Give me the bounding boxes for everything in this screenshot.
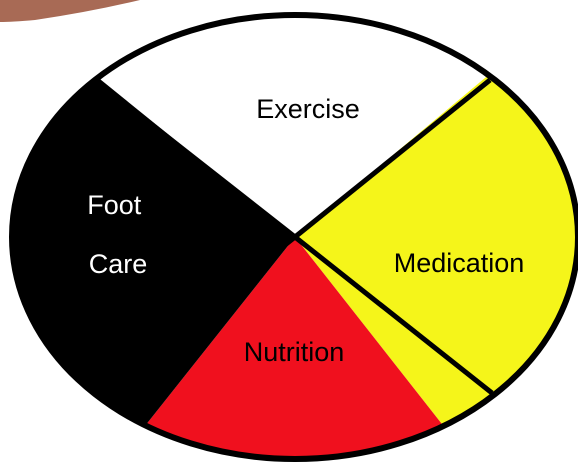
label-foot-care: Foot Care [87, 190, 149, 279]
segment-nutrition [12, 237, 478, 459]
label-exercise: Exercise [256, 94, 360, 124]
segment-medication [295, 15, 578, 459]
divider-line [293, 78, 492, 239]
divider-line [98, 235, 297, 393]
label-medication: Medication [394, 248, 525, 278]
label-nutrition: Nutrition [244, 337, 345, 367]
corner-photo-fragment [0, 0, 140, 22]
divider-line [93, 78, 297, 239]
wheel-outline [9, 12, 578, 462]
divider-line [293, 235, 494, 395]
segment-foot-care [12, 15, 295, 459]
